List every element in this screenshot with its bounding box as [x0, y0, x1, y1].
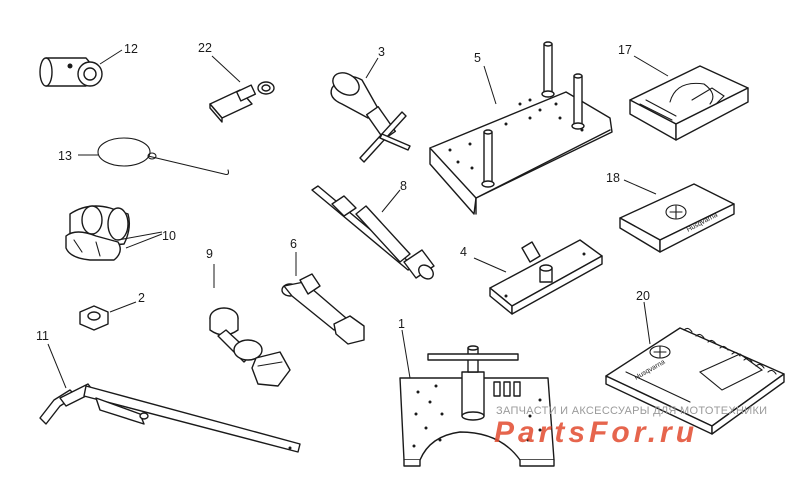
part-18-manual-book: Husqvarna	[619, 183, 735, 253]
part-13-wire-loop	[97, 137, 230, 176]
callout-5: 5	[474, 51, 481, 65]
callout-20: 20	[636, 289, 650, 303]
callout-6: 6	[290, 237, 297, 251]
callout-12: 12	[124, 42, 138, 56]
callout-8: 8	[400, 179, 407, 193]
watermark-tagline: ЗАПЧАСТИ И АКСЕССУАРЫ ДЛЯ МОТОТЕХНИКИ	[496, 405, 767, 417]
callout-17: 17	[618, 43, 632, 57]
callout-13: 13	[58, 149, 72, 163]
part-12-socket-sleeve	[39, 57, 103, 87]
part-9-bolt-sleeve	[209, 307, 291, 387]
part-1-press-fixture	[399, 345, 555, 467]
callout-2: 2	[138, 291, 145, 305]
part-8-threaded-shaft	[311, 185, 435, 280]
watermark: ЗАПЧАСТИ И АКСЕССУАРЫ ДЛЯ МОТОТЕХНИКИ Pa…	[494, 405, 767, 449]
callout-3: 3	[378, 45, 385, 59]
part-2-nut	[79, 305, 109, 331]
callout-11: 11	[36, 329, 49, 343]
callout-10: 10	[162, 229, 176, 243]
part-5-pin-plate	[429, 41, 613, 215]
part-11-bent-wrench	[39, 383, 301, 453]
part-4-bracket-plate	[489, 239, 603, 315]
callout-1: 1	[398, 317, 405, 331]
callout-18: 18	[606, 171, 620, 185]
part-10-split-bushing	[65, 205, 131, 261]
callout-9: 9	[206, 247, 213, 261]
callout-22: 22	[198, 41, 212, 55]
part-6-bolt	[281, 273, 365, 345]
part-22-key-fob	[209, 81, 275, 123]
part-20-spiral-manual: Husqvarna	[605, 327, 785, 435]
callout-4: 4	[460, 245, 467, 259]
part-17-manual-box	[629, 65, 749, 141]
watermark-logo: PartsFor.ru	[494, 416, 698, 449]
part-3-t-handle-puller	[330, 72, 411, 163]
